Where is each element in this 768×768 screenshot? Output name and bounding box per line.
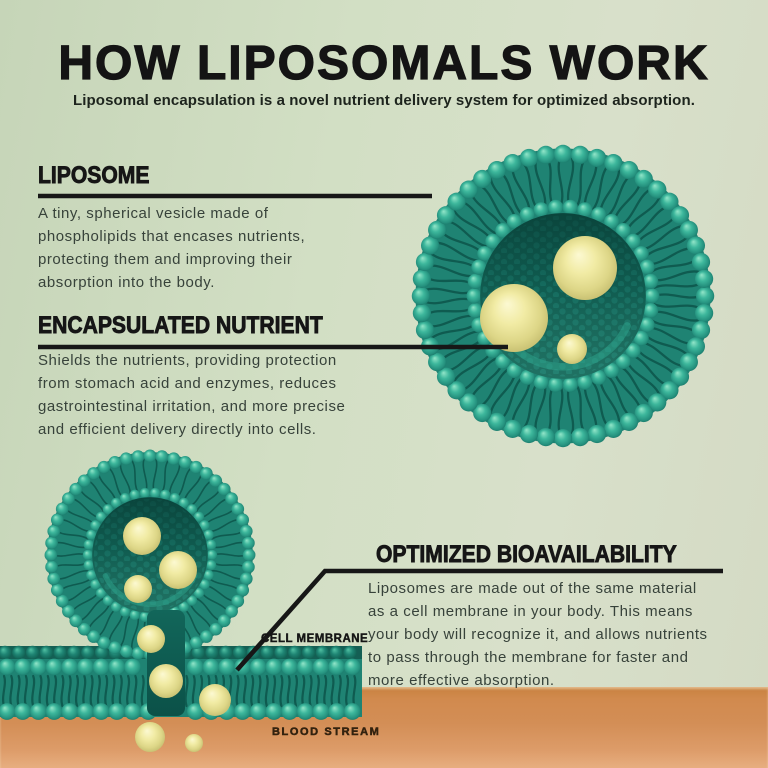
cell-membrane-label: CELL MEMBRANE <box>261 633 369 645</box>
optimized-bioavailability-heading: OPTIMIZED BIOAVAILABILITY <box>376 541 678 568</box>
text-line: Shields the nutrients, providing protect… <box>38 352 337 369</box>
nutrient-sphere <box>199 684 231 716</box>
text-line: more effective absorption. <box>368 672 555 689</box>
nutrient-sphere <box>135 722 165 752</box>
nutrient-sphere <box>123 517 161 555</box>
nutrient-sphere <box>159 551 197 589</box>
small-liposome-illustration <box>44 449 256 661</box>
text-line: from stomach acid and enzymes, reduces <box>38 375 337 392</box>
encapsulated-nutrient-heading: ENCAPSULATED NUTRIENT <box>38 312 324 339</box>
liposome-heading: LIPOSOME <box>38 162 150 189</box>
text-line: Liposomes are made out of the same mater… <box>368 580 697 597</box>
encapsulated-nutrients <box>480 236 617 364</box>
text-line: A tiny, spherical vesicle made of <box>38 205 269 222</box>
nutrient-sphere <box>137 625 165 653</box>
liposome-paragraph: A tiny, spherical vesicle made of phospho… <box>38 202 305 294</box>
text-line: to pass through the membrane for faster … <box>368 649 689 666</box>
nutrient-sphere <box>480 284 548 352</box>
optimized-bioavailability-paragraph: Liposomes are made out of the same mater… <box>368 577 708 692</box>
text-line: absorption into the body. <box>38 274 215 291</box>
text-line: protecting them and improving their <box>38 251 293 268</box>
text-line: phospholipids that encases nutrients, <box>38 228 306 245</box>
page-subtitle: Liposomal encapsulation is a novel nutri… <box>73 92 695 109</box>
text-line: and efficient delivery directly into cel… <box>38 421 317 438</box>
nutrient-sphere <box>553 236 617 300</box>
text-line: your body will recognize it, and allows … <box>368 626 708 643</box>
page-title: HOW LIPOSOMALS WORK <box>58 37 710 90</box>
nutrient-sphere <box>124 575 152 603</box>
blood-stream-label: BLOOD STREAM <box>272 726 381 739</box>
nutrient-sphere <box>557 334 587 364</box>
large-liposome-illustration <box>411 144 715 448</box>
encapsulated-nutrient-paragraph: Shields the nutrients, providing protect… <box>38 349 345 441</box>
callout-lines <box>38 193 723 672</box>
released-nutrients <box>123 517 231 752</box>
text-line: as a cell membrane in your body. This me… <box>368 603 693 620</box>
text-line: gastrointestinal irritation, and more pr… <box>38 398 346 415</box>
nutrient-sphere <box>149 664 183 698</box>
optimized-bioavailability-callout-line <box>235 568 723 672</box>
nutrient-sphere <box>185 734 203 752</box>
